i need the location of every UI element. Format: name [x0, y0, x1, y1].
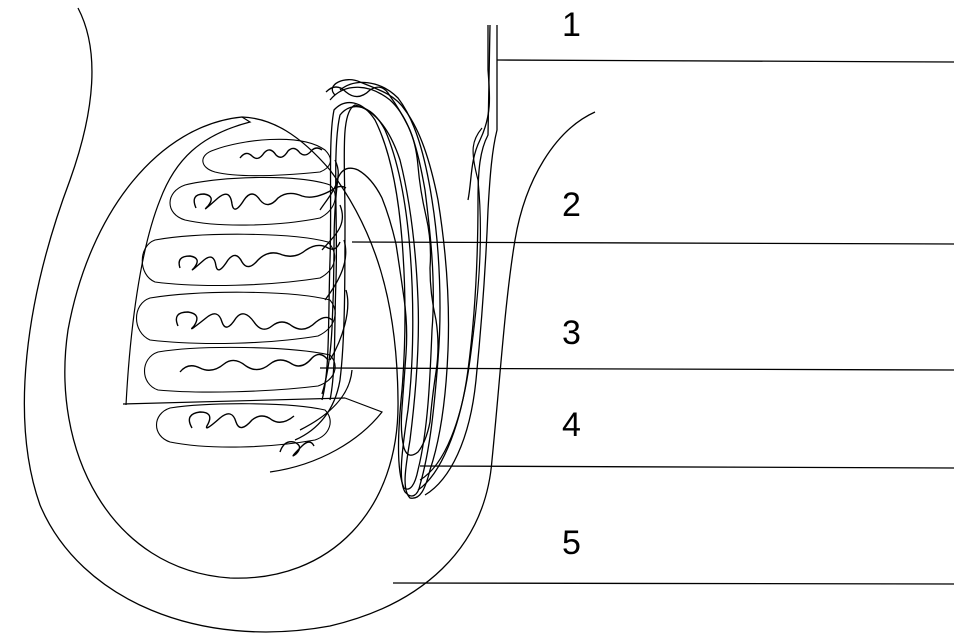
tubule-squiggle-4 — [176, 312, 332, 329]
epididymis-strand-1 — [295, 80, 449, 499]
testis-base-line — [123, 398, 345, 404]
leader-line-2 — [352, 242, 954, 244]
label-4: 4 — [562, 408, 581, 442]
vas-deferens-loop — [418, 25, 490, 490]
testis-lower-boundary — [270, 398, 382, 472]
vas-deferens-loop-2 — [425, 25, 497, 495]
leader-line-5 — [393, 583, 954, 584]
lobule-outline-1 — [203, 139, 331, 175]
label-2: 2 — [562, 188, 581, 222]
label-3: 3 — [562, 316, 581, 350]
scrotal-wall-outline — [24, 8, 595, 632]
leader-line-3 — [320, 368, 954, 370]
leader-line-1 — [497, 60, 954, 62]
lobule-outline-3 — [142, 234, 334, 285]
leader-line-4 — [420, 466, 954, 468]
lobule-outline-5 — [145, 347, 336, 392]
testis-body-outline — [126, 117, 250, 405]
tubule-squiggle-5 — [180, 354, 328, 372]
lobule-outline-6 — [157, 404, 331, 447]
label-5: 5 — [562, 526, 581, 560]
label-1: 1 — [562, 8, 581, 42]
tubule-squiggle-3 — [179, 242, 340, 270]
tubule-squiggle-6 — [189, 412, 294, 428]
epididymis-strand-3 — [322, 87, 433, 489]
tubule-squiggle-7 — [280, 442, 314, 456]
